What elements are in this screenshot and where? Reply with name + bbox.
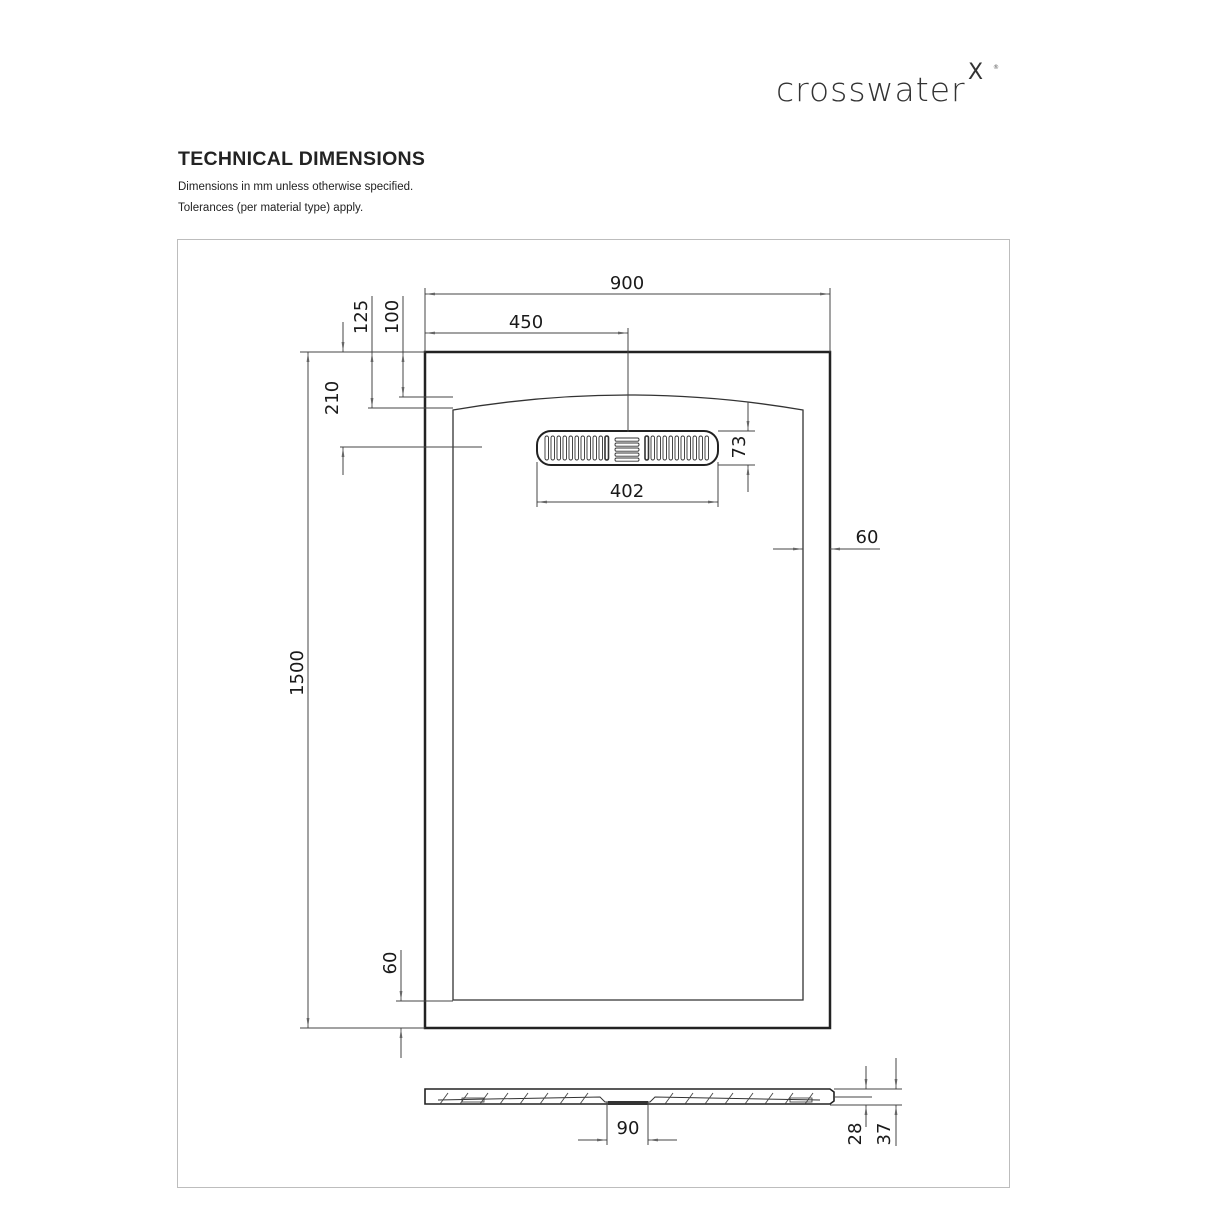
note-units: Dimensions in mm unless otherwise specif… — [178, 181, 414, 193]
drawing-frame — [177, 239, 1010, 1188]
section-view: 90 28 37 — [424, 1058, 902, 1146]
dim-waste-diameter: 90 — [617, 1118, 640, 1139]
dim-height-edge: 28 — [845, 1123, 866, 1146]
dim-offset-125: 125 — [351, 300, 372, 334]
note-tolerances: Tolerances (per material type) apply. — [178, 202, 364, 214]
dim-drain-width: 73 — [729, 436, 750, 459]
dim-rim-bottom: 60 — [380, 952, 401, 975]
drain-grate — [536, 430, 719, 466]
dim-rim-side: 60 — [856, 527, 879, 548]
brand-logo: crosswater — [776, 70, 966, 109]
brand-wordmark: crosswater — [776, 70, 966, 109]
dim-offset-100: 100 — [382, 300, 403, 334]
dim-offset-210: 210 — [322, 381, 343, 415]
dim-overall-length: 1500 — [287, 650, 308, 696]
dim-drain-length: 402 — [610, 481, 644, 502]
dim-height-total: 37 — [874, 1123, 895, 1146]
registered-mark: ® — [993, 64, 999, 71]
dim-overall-width: 900 — [610, 273, 644, 294]
plan-view: 900 450 402 60 73 1500 210 125 100 60 — [287, 273, 880, 1058]
brand-x-mark-icon: X — [968, 60, 984, 85]
tray-inner-outline — [452, 394, 804, 1001]
page-title: TECHNICAL DIMENSIONS — [178, 148, 426, 170]
dim-drain-offset: 450 — [509, 312, 543, 333]
